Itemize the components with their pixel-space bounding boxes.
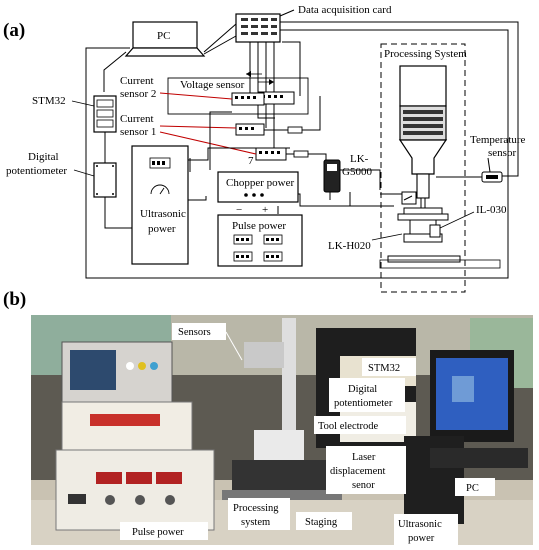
callout-pulse: Pulse power (132, 527, 184, 538)
daq-leader-line (279, 9, 295, 17)
voltage-sensor-group-frame (167, 77, 309, 115)
callout-ultrasonic-2: power (408, 533, 435, 544)
pc-icon (124, 21, 206, 57)
ultrasonic-power-device-icon (61, 401, 193, 451)
ultrasonic-label-2: power (148, 223, 176, 235)
temp-label-1: Temperature (470, 134, 526, 146)
current2-pointer (159, 92, 233, 100)
digipot-label-2: potentiometer (6, 165, 67, 177)
chopper-label: Chopper power (226, 177, 294, 189)
pulse-label: Pulse power (232, 220, 286, 232)
stm32-label: STM32 (32, 95, 66, 107)
current2-label-2: sensor 2 (120, 88, 156, 100)
base-plate (379, 259, 501, 269)
current-sensor-2-icon (231, 92, 265, 106)
callout-laser-2: displacement (330, 466, 385, 477)
panel-a-label: (a) (3, 20, 25, 41)
daq-label: Data acquisition card (298, 4, 392, 16)
current1-pointer-2 (159, 131, 257, 155)
current2-label-1: Current (120, 75, 154, 87)
plus-label: + (262, 204, 268, 216)
lk-g-label-2: G5000 (342, 166, 372, 178)
callout-pc: PC (466, 483, 479, 494)
il-label: IL-030 (476, 204, 507, 216)
callout-box (394, 514, 458, 546)
ultrasonic-transducer-icon (398, 65, 448, 211)
callout-box (228, 498, 290, 530)
temp-label-2: sensor (488, 147, 516, 159)
callout-laser-1: Laser (352, 452, 376, 463)
current1-label-2: sensor 1 (120, 126, 156, 138)
stm32-icon (93, 95, 117, 133)
resistor-1-icon (287, 126, 303, 134)
daq-card-icon (235, 13, 281, 43)
callout-digipot-2: potentiometer (334, 398, 393, 409)
chopper-power-icon (217, 171, 299, 203)
callout-box (120, 522, 208, 540)
current1-pointer (159, 125, 237, 129)
callout-box (314, 416, 406, 434)
callout-laser-3: senor (352, 480, 375, 491)
callout-processing-2: system (241, 517, 270, 528)
resistor-2-icon (293, 150, 309, 158)
voltage-sensor-icon (257, 91, 295, 105)
processing-system-label: Processing System (384, 48, 467, 60)
ultrasonic-label-1: Ultrasonic (140, 208, 186, 220)
laser-sensor-icon (401, 191, 417, 205)
callout-box (329, 378, 405, 412)
pc-monitor-icon (404, 350, 528, 524)
callout-stm32: STM32 (368, 363, 400, 374)
pulse-power-device-icon (55, 449, 215, 531)
digital-potentiometer-icon (93, 162, 117, 198)
processing-system-frame (380, 43, 466, 293)
oscilloscope-icon (61, 341, 173, 403)
il-leader (439, 211, 475, 229)
wiring-left (104, 132, 132, 229)
current1-label-1: Current (120, 113, 154, 125)
panel-b-label: (b) (3, 289, 26, 310)
current-sensor-1-icon (235, 123, 265, 136)
digipot-label-1: Digital (28, 151, 59, 163)
ultrasonic-power-icon (131, 145, 189, 265)
pc-label: PC (157, 30, 170, 42)
sensor-device-icon (255, 147, 287, 161)
callout-box (296, 512, 352, 530)
lk-g-label-1: LK- (350, 153, 369, 165)
panel-a: (a) PC Data acquisition card (3, 4, 526, 293)
callout-ultrasonic-1: Ultrasonic (398, 519, 442, 530)
callout-box (362, 358, 416, 376)
lk-h-leader (371, 233, 403, 241)
il-030-icon (429, 224, 441, 238)
callout-staging: Staging (305, 517, 338, 528)
callouts: Sensors STM32 Digital potentiometer Tool… (120, 323, 495, 546)
wiring-right (436, 157, 491, 178)
callout-sensors: Sensors (178, 327, 211, 338)
digipot-leader (73, 169, 95, 177)
minus-label: − (236, 204, 242, 216)
callout-box (172, 323, 226, 340)
voltage-label: Voltage sensor (180, 79, 245, 91)
seven-label: 7 (248, 155, 254, 167)
temperature-sensor-icon (481, 171, 503, 183)
stm32-leader (71, 100, 95, 107)
arrow-head (246, 71, 251, 77)
callout-digipot-1: Digital (348, 384, 377, 395)
arrow-head-2 (269, 79, 274, 85)
callout-box (455, 478, 495, 496)
callout-box (326, 446, 406, 494)
callout-processing-1: Processing (233, 503, 279, 514)
callout-tool: Tool electrode (318, 421, 379, 432)
lk-h-label: LK-H020 (328, 240, 371, 252)
lk-g5000-icon (323, 159, 341, 193)
pulse-power-icon (217, 214, 303, 267)
processing-system-device-icon (222, 318, 342, 500)
